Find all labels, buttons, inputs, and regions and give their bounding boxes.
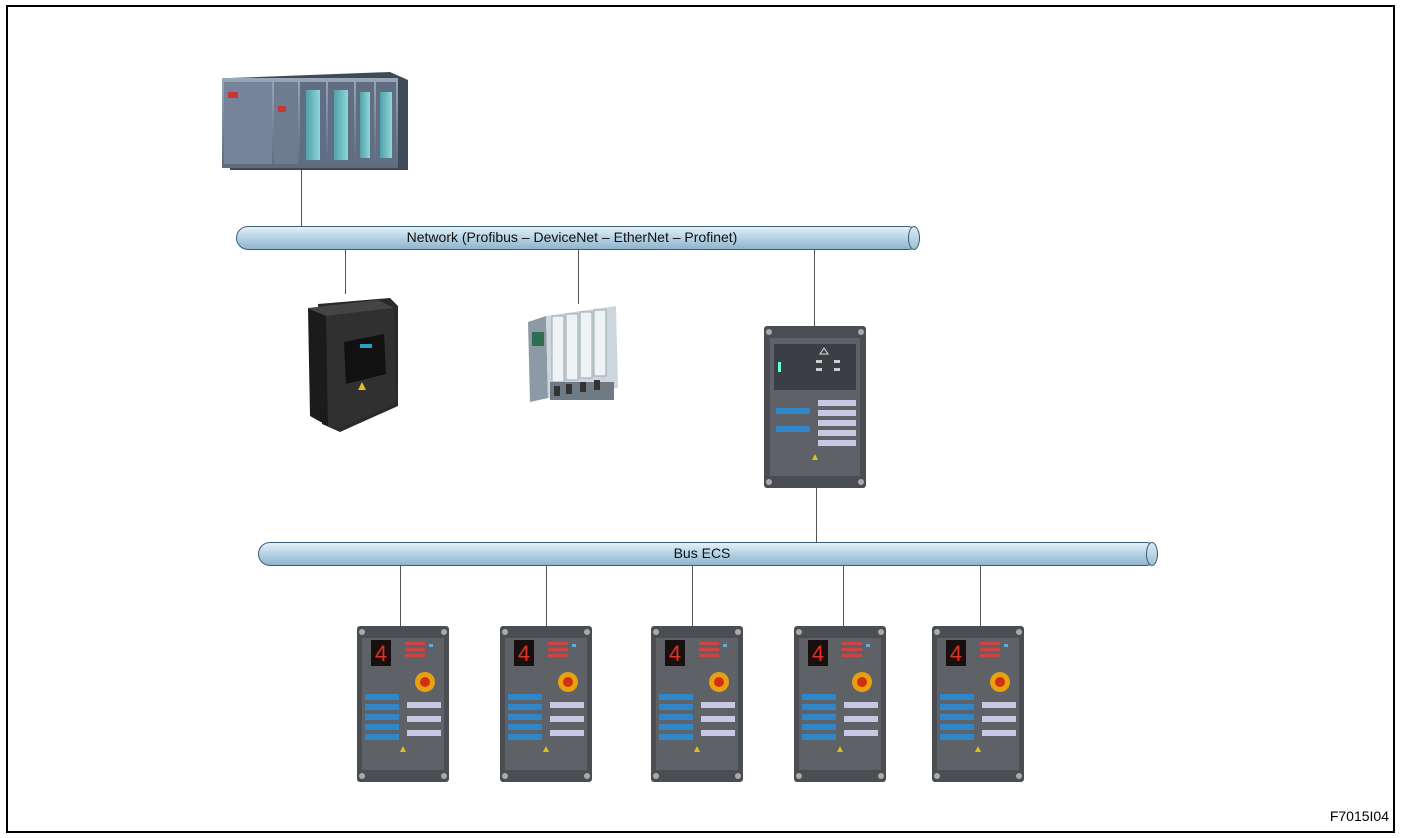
plc-wire	[301, 170, 302, 226]
ecs-station-3: 4	[651, 626, 743, 782]
io-module-image	[528, 306, 618, 402]
diagram-frame	[6, 5, 1395, 833]
gateway-bus-wire	[816, 486, 817, 542]
figure-id: F7015I04	[1329, 808, 1389, 824]
station-wire-5	[980, 566, 981, 626]
ecs-station-2: 4	[500, 626, 592, 782]
station-4-digit: 4	[812, 641, 824, 666]
network-bus-label: Network (Profibus – DeviceNet – EtherNet…	[406, 229, 738, 245]
station-wire-2	[546, 566, 547, 626]
ecs-bus-label: Bus ECS	[673, 545, 731, 561]
ecs-gateway-panel	[764, 326, 866, 488]
ecs-station-4: 4	[794, 626, 886, 782]
station-2-digit: 4	[518, 641, 530, 666]
station-3-digit: 4	[669, 641, 681, 666]
station-wire-1	[400, 566, 401, 626]
drive-image	[308, 298, 398, 432]
ecs-station-1: 4	[357, 626, 449, 782]
gateway-wire	[814, 250, 815, 326]
station-1-digit: 4	[375, 641, 387, 666]
station-5-digit: 4	[950, 641, 962, 666]
io-module-wire	[578, 250, 579, 304]
station-wire-3	[692, 566, 693, 626]
drive-wire	[345, 250, 346, 294]
ecs-bus: Bus ECS	[258, 541, 1158, 566]
station-wire-4	[843, 566, 844, 626]
ecs-station-5: 4	[932, 626, 1024, 782]
plc-rack-image	[222, 72, 408, 170]
network-bus: Network (Profibus – DeviceNet – EtherNet…	[236, 225, 920, 250]
